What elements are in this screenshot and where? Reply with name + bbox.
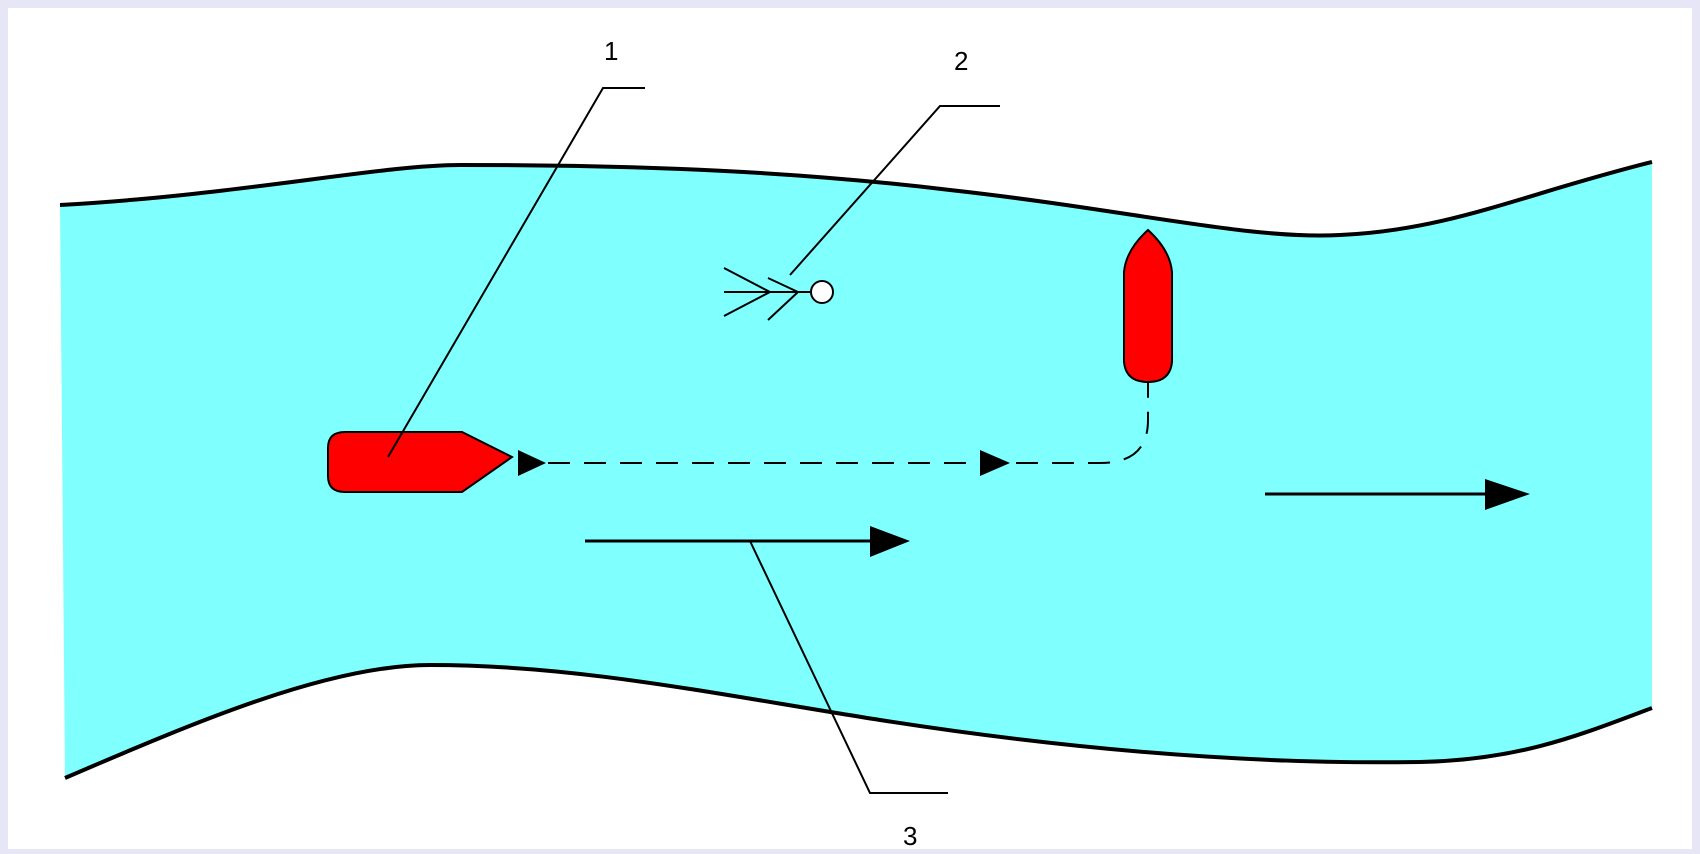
callout-leader-3 [749, 540, 948, 794]
river-bank-top [59, 160, 1653, 238]
arrowhead-icon [980, 450, 1010, 476]
callout-leader-2 [789, 105, 1000, 276]
ship-icon [327, 431, 514, 493]
callout-leader-1 [387, 87, 645, 458]
river-water [60, 162, 1652, 778]
current-arrow-icon [585, 526, 910, 557]
arrowhead-icon [518, 450, 546, 476]
current-arrow-icon [1265, 479, 1530, 510]
river-diagram: 1 2 3 [59, 36, 1653, 851]
diagram-canvas: 1 2 3 [8, 8, 1692, 851]
ship-icon [1123, 228, 1173, 384]
river-bank-bottom [64, 662, 1653, 780]
vessel-course-line [548, 382, 1149, 464]
buoy-icon [723, 267, 834, 321]
callout-label-2: 2 [954, 46, 968, 76]
callout-label-1: 1 [604, 36, 618, 66]
callout-label-3: 3 [903, 821, 917, 849]
